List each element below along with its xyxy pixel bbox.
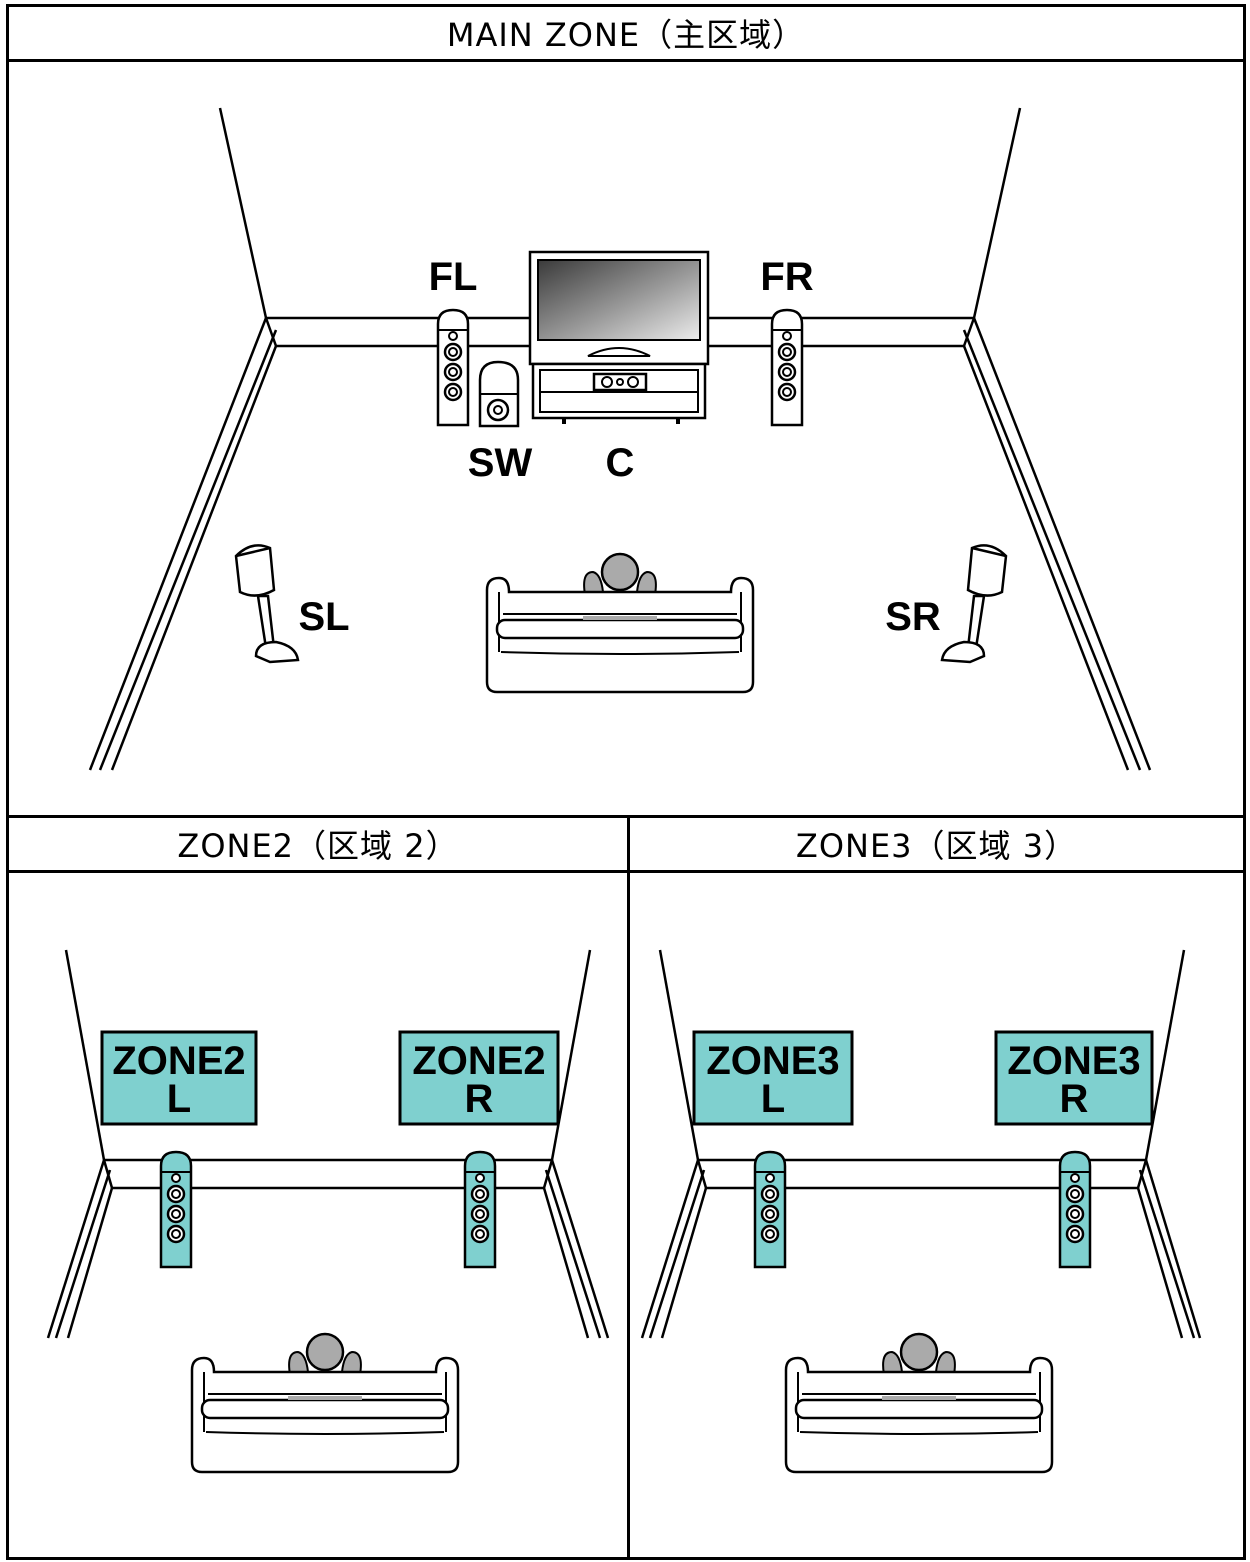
zone2-room	[46, 949, 610, 1339]
zone3-right-speaker	[1058, 1150, 1092, 1269]
zone2-left-label: ZONE2 L	[100, 1030, 258, 1126]
main-zone-title: MAIN ZONE（主区域）	[9, 7, 1243, 62]
main-zone-sofa	[485, 552, 755, 694]
zone3-right-label-line2: R	[1060, 1077, 1089, 1121]
zone2-right-speaker	[463, 1150, 497, 1269]
zone2-left-speaker	[159, 1150, 193, 1269]
zone3-room	[640, 949, 1202, 1339]
label-sr: SR	[885, 595, 941, 639]
zone2-left-label-line1: ZONE2	[112, 1039, 245, 1083]
label-fl: FL	[429, 255, 478, 299]
label-c: C	[606, 441, 635, 485]
zone2-right-label: ZONE2 R	[398, 1030, 560, 1126]
zone3-left-speaker	[753, 1150, 787, 1269]
zone3-panel: ZONE3（区域 3）	[627, 815, 1246, 1560]
zone2-sofa	[190, 1332, 460, 1474]
center-speaker	[592, 372, 648, 392]
surround-right-speaker	[940, 544, 1008, 664]
zone2-left-label-line2: L	[167, 1077, 191, 1121]
zone2-right-label-line2: R	[465, 1077, 494, 1121]
zone3-left-label-line1: ZONE3	[706, 1039, 839, 1083]
zone3-right-label-line1: ZONE3	[1007, 1039, 1140, 1083]
surround-left-speaker	[234, 544, 300, 664]
label-fr: FR	[760, 255, 813, 299]
zone2-title: ZONE2（区域 2）	[9, 818, 627, 873]
subwoofer	[478, 360, 520, 428]
zone2-right-label-line1: ZONE2	[412, 1039, 545, 1083]
zone3-right-label: ZONE3 R	[994, 1030, 1154, 1126]
zone3-left-label: ZONE3 L	[692, 1030, 854, 1126]
front-right-speaker	[770, 308, 804, 427]
label-sl: SL	[298, 595, 349, 639]
tv-rack	[528, 250, 710, 424]
front-left-speaker	[436, 308, 470, 427]
zone3-left-label-line2: L	[761, 1077, 785, 1121]
zone3-title: ZONE3（区域 3）	[630, 818, 1243, 873]
label-sw: SW	[468, 441, 533, 485]
zone3-sofa	[784, 1332, 1054, 1474]
